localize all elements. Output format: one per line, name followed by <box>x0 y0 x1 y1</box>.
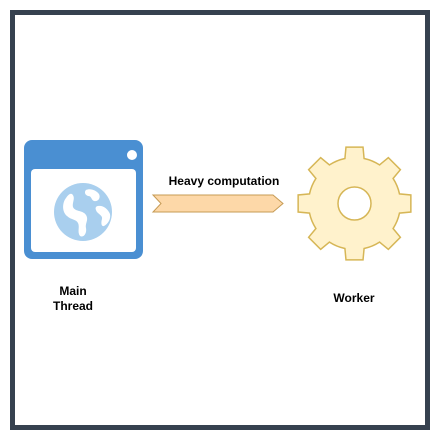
globe-icon <box>54 183 112 241</box>
arrow-label: Heavy computation <box>168 174 280 188</box>
browser-window-globe-icon <box>24 140 143 259</box>
main-thread-label: Main Thread <box>33 284 113 314</box>
main-thread-label-line1: Main <box>59 284 87 298</box>
right-arrow-icon <box>151 194 284 213</box>
main-thread-label-line2: Thread <box>52 299 93 313</box>
gear-icon <box>297 146 412 261</box>
worker-label: Worker <box>333 291 375 305</box>
